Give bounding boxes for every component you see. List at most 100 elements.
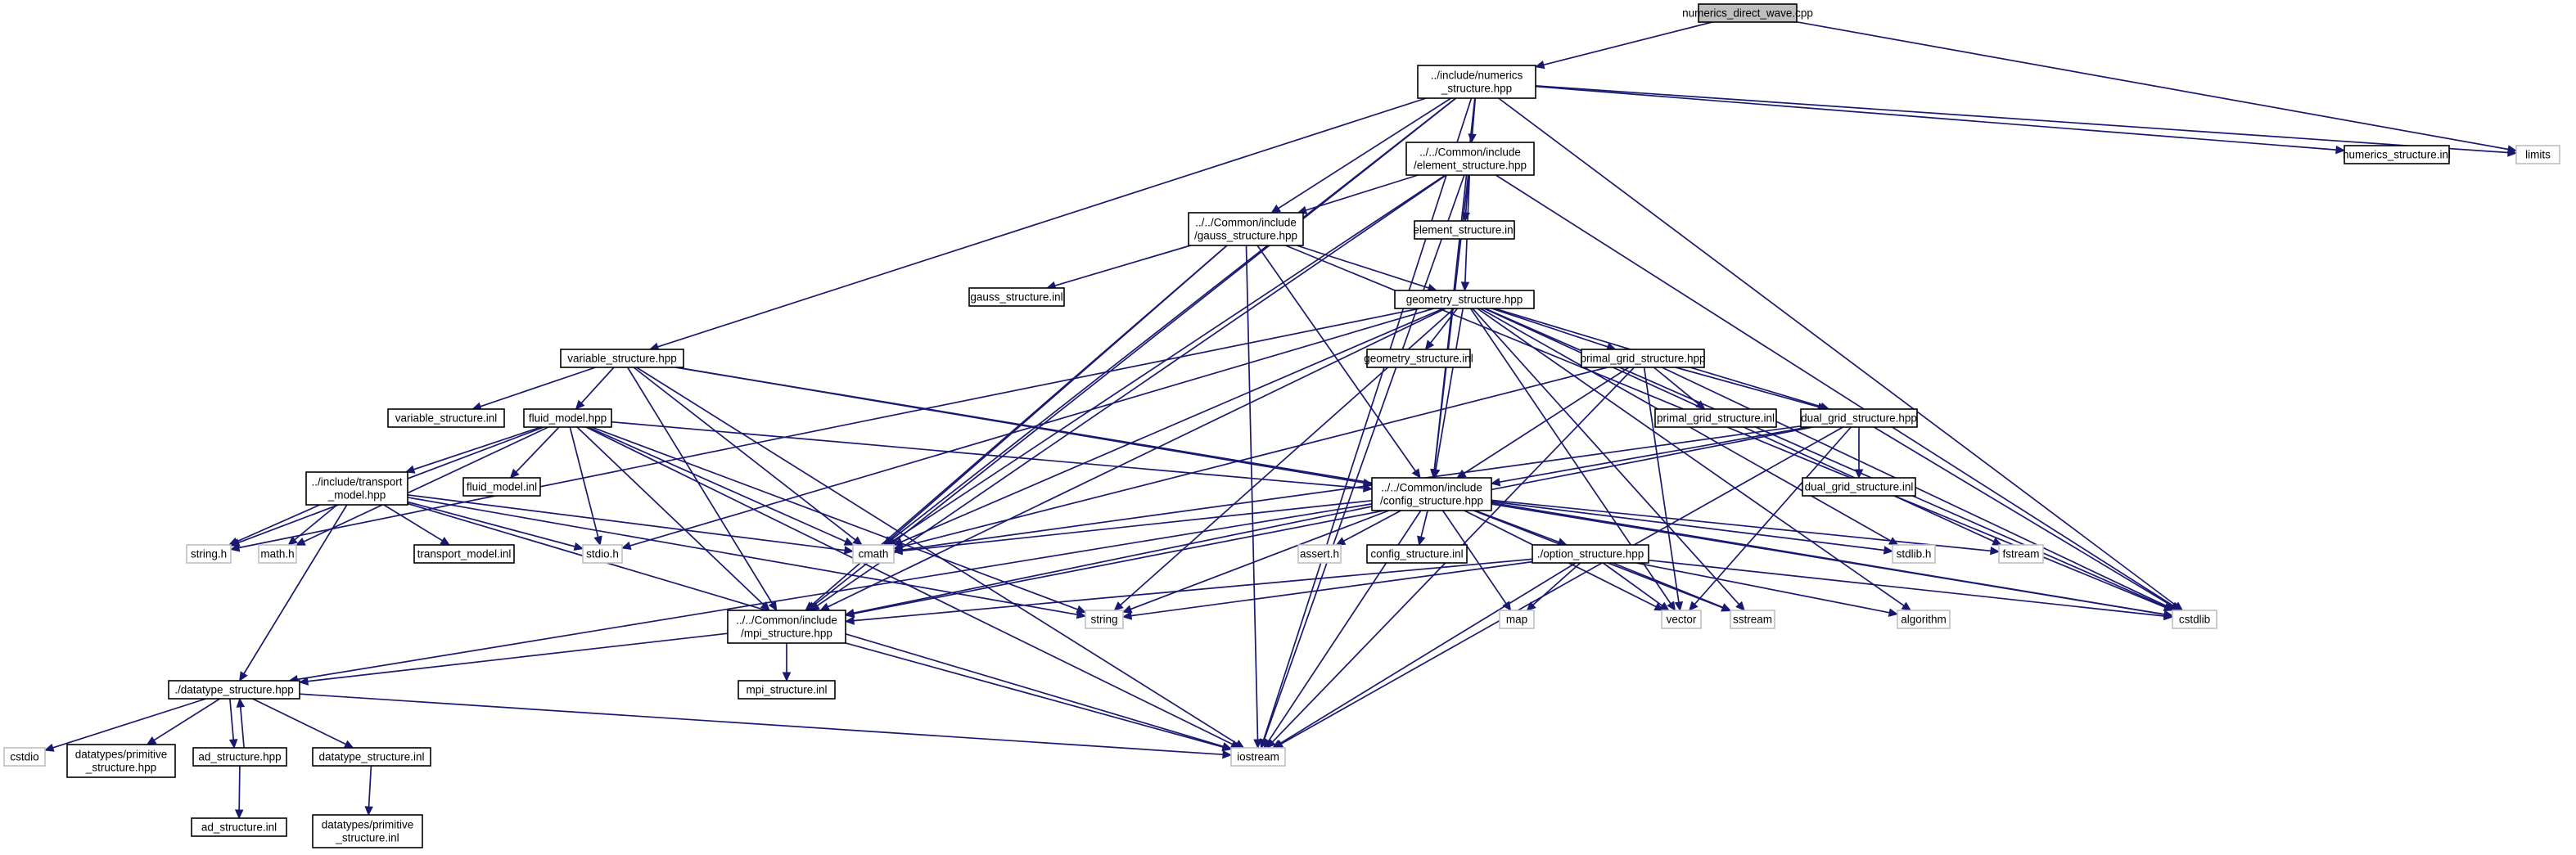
edge-line bbox=[480, 367, 596, 407]
node-mpi-structure[interactable]: ../../Common/include/mpi_structure.hpp bbox=[727, 610, 846, 644]
node-numerics-structure-inl[interactable]: numerics_structure.inl bbox=[2343, 145, 2451, 164]
edge-line bbox=[1472, 308, 1740, 605]
node-element-structure-inl[interactable]: element_structure.inl bbox=[1413, 220, 1516, 240]
edge-arrowhead bbox=[782, 672, 792, 682]
edge-arrowhead bbox=[1534, 61, 1545, 70]
edge-arrowhead bbox=[593, 535, 602, 547]
node-fluid-model[interactable]: fluid_model.hpp bbox=[523, 408, 612, 428]
node-variable-structure[interactable]: variable_structure.hpp bbox=[560, 349, 684, 368]
node-variable-structure-inl[interactable]: variable_structure.inl bbox=[387, 408, 505, 428]
node-ad-structure-inl[interactable]: ad_structure.inl bbox=[191, 817, 287, 837]
edge-line bbox=[1245, 245, 1259, 740]
node-datatype-structure[interactable]: ./datatype_structure.hpp bbox=[168, 680, 300, 700]
node-primal-grid-structure[interactable]: primal_grid_structure.hpp bbox=[1580, 349, 1706, 368]
node-cstdlib: cstdlib bbox=[2172, 610, 2217, 629]
node-label: ad_structure.hpp bbox=[198, 751, 281, 763]
node-label: ./option_structure.hpp bbox=[1537, 548, 1644, 560]
edge-arrowhead bbox=[1221, 743, 1233, 752]
node-datatype-structure-inl[interactable]: datatype_structure.inl bbox=[312, 747, 431, 767]
edge-line bbox=[1635, 562, 1890, 614]
edge-line bbox=[1430, 308, 1459, 344]
edge-arrowhead bbox=[228, 537, 239, 546]
node-label: dual_grid_structure.hpp bbox=[1801, 412, 1917, 425]
node-element-structure[interactable]: ../../Common/include/element_structure.h… bbox=[1405, 142, 1535, 176]
node-primal-grid-structure-inl[interactable]: primal_grid_structure.inl bbox=[1654, 408, 1777, 428]
node-box bbox=[1297, 544, 1342, 564]
node-config-structure[interactable]: ../../Common/include/config_structure.hp… bbox=[1371, 477, 1492, 511]
edge-line bbox=[1280, 426, 1843, 745]
edge-line bbox=[1535, 85, 2509, 154]
edge-option-structure-to-algorithm bbox=[1635, 562, 1899, 617]
node-label: primal_grid_structure.hpp bbox=[1580, 353, 1705, 365]
node-dual-grid-structure[interactable]: dual_grid_structure.hpp bbox=[1800, 408, 1918, 428]
node-ad-structure[interactable]: ad_structure.hpp bbox=[192, 747, 287, 767]
edge-arrowhead bbox=[1990, 546, 2001, 556]
node-transport-model-inl[interactable]: transport_model.inl bbox=[413, 544, 515, 564]
node-dual-grid-structure-inl[interactable]: dual_grid_structure.inl bbox=[1802, 477, 1916, 497]
edge-config-structure-to-assert-h bbox=[1335, 510, 1401, 546]
node-label: /gauss_structure.hpp bbox=[1194, 230, 1297, 242]
node-box bbox=[1802, 477, 1916, 497]
edge-line bbox=[1420, 510, 1428, 538]
edge-arrowhead bbox=[1883, 546, 1894, 555]
node-label: cstdlib bbox=[2179, 614, 2210, 626]
node-primitive-structure-hpp[interactable]: datatypes/primitive_structure.hpp bbox=[66, 744, 176, 778]
node-label: limits bbox=[2525, 149, 2551, 161]
edge-arrowhead bbox=[2163, 611, 2174, 621]
edge-line bbox=[626, 367, 774, 604]
edge-gauss-structure-to-geometry-structure bbox=[1296, 245, 1437, 292]
node-label: config_structure.inl bbox=[1370, 548, 1463, 560]
edge-line bbox=[515, 426, 560, 473]
edge-arrowhead bbox=[364, 806, 373, 817]
edge-fluid-model-to-mpi-structure bbox=[576, 426, 770, 611]
node-algorithm: algorithm bbox=[1897, 610, 1951, 629]
node-mpi-structure-inl[interactable]: mpi_structure.inl bbox=[738, 680, 836, 700]
edge-transport-model-to-datatype-structure bbox=[239, 504, 348, 682]
node-box bbox=[1394, 290, 1535, 309]
edge-dual-grid-structure-to-cstdlib bbox=[1873, 426, 2181, 611]
node-label: fstream bbox=[2002, 548, 2039, 560]
node-primitive-structure-inl[interactable]: datatypes/primitive_structure.inl bbox=[312, 814, 423, 848]
edge-arrowhead bbox=[1270, 204, 1282, 214]
node-fstream: fstream bbox=[1998, 544, 2044, 564]
edge-arrowhead bbox=[1335, 537, 1347, 546]
edge-line bbox=[900, 308, 1444, 543]
node-option-structure[interactable]: ./option_structure.hpp bbox=[1532, 544, 1649, 564]
node-box bbox=[1897, 610, 1951, 629]
node-numerics-structure[interactable]: ../include/numerics_structure.hpp bbox=[1417, 65, 1536, 99]
edge-dual-grid-structure-to-vector bbox=[1688, 426, 1852, 611]
edge-line bbox=[1498, 97, 2177, 606]
edge-line bbox=[236, 504, 321, 542]
edge-line bbox=[1491, 503, 2165, 615]
node-label: element_structure.inl bbox=[1413, 224, 1515, 236]
node-geometry-structure-inl[interactable]: geometry_structure.inl bbox=[1364, 349, 1473, 368]
edge-line bbox=[1643, 367, 1680, 603]
node-gauss-structure[interactable]: ../../Common/include/gauss_structure.hpp bbox=[1188, 212, 1304, 246]
node-transport-model[interactable]: ../include/transport_model.hpp bbox=[305, 471, 408, 506]
edge-line bbox=[294, 504, 338, 541]
node-box bbox=[387, 408, 505, 428]
edge-datatype-structure-inl-to-primitive-structure-inl bbox=[364, 765, 373, 817]
node-label: stdio.h bbox=[586, 548, 619, 560]
edge-arrowhead bbox=[1417, 535, 1426, 547]
node-numerics-direct-wave[interactable]: numerics_direct_wave.cpp bbox=[1682, 3, 1813, 23]
edge-geometry-structure-to-config-structure bbox=[1431, 308, 1464, 479]
node-box bbox=[1085, 610, 1124, 629]
node-fluid-model-inl[interactable]: fluid_model.inl bbox=[462, 477, 541, 497]
edge-line bbox=[1343, 510, 1401, 542]
node-label: variable_structure.inl bbox=[395, 412, 498, 425]
edge-arrowhead bbox=[1721, 603, 1732, 612]
node-box bbox=[1654, 408, 1777, 428]
edge-ad-structure-to-datatype-structure bbox=[236, 697, 246, 749]
node-config-structure-inl[interactable]: config_structure.inl bbox=[1366, 544, 1468, 564]
edge-arrowhead bbox=[509, 468, 520, 479]
node-box bbox=[312, 747, 431, 767]
edge-arrowhead bbox=[1674, 601, 1684, 612]
edge-arrowhead bbox=[1076, 610, 1087, 619]
node-label: numerics_direct_wave.cpp bbox=[1682, 7, 1813, 20]
edge-arrowhead bbox=[298, 677, 309, 686]
node-vector: vector bbox=[1661, 610, 1702, 629]
node-gauss-structure-inl[interactable]: gauss_structure.inl bbox=[968, 287, 1065, 307]
edge-arrowhead bbox=[1431, 468, 1441, 479]
node-geometry-structure[interactable]: geometry_structure.hpp bbox=[1394, 290, 1535, 309]
